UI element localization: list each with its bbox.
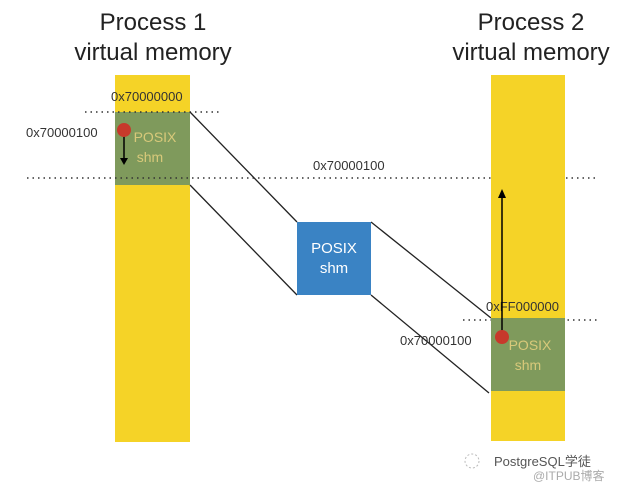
shm-object: POSIX shm (297, 222, 371, 295)
watermark: PostgreSQL学徒 @ITPUB博客 (464, 453, 605, 483)
mapping-lines (189, 111, 492, 394)
shm-box-label1: POSIX (311, 240, 357, 257)
process1-column: Process 1 virtual memory POSIX shm 0x700… (26, 9, 232, 442)
process1-segment-label2: shm (137, 149, 163, 165)
process2-start-address: 0xFF000000 (486, 299, 559, 314)
process1-arrowhead (120, 158, 128, 165)
process2-column: Process 2 virtual memory POSIX shm 0xFF0… (400, 9, 610, 441)
process1-pointer-dot (117, 123, 131, 137)
process1-start-address: 0x70000000 (111, 89, 183, 104)
process2-pointer-address: 0x70000100 (400, 333, 472, 348)
watermark-line2: @ITPUB博客 (533, 468, 605, 483)
process2-segment-label2: shm (515, 357, 541, 373)
process1-title-line2: virtual memory (74, 39, 231, 66)
process2-title-line1: Process 2 (478, 9, 585, 36)
process1-pointer-address: 0x70000100 (26, 125, 98, 140)
watermark-line1: PostgreSQL学徒 (494, 454, 591, 469)
process1-title-line1: Process 1 (100, 9, 207, 36)
process2-arrowhead (498, 189, 506, 198)
process2-pointer-dot (495, 330, 509, 344)
shm-box-label2: shm (320, 260, 348, 277)
process1-segment-label1: POSIX (134, 129, 177, 145)
shared-dotted-label: 0x70000100 (313, 158, 385, 173)
watermark-icon (464, 453, 480, 469)
process2-segment-label1: POSIX (509, 337, 552, 353)
process2-title-line2: virtual memory (452, 39, 609, 66)
